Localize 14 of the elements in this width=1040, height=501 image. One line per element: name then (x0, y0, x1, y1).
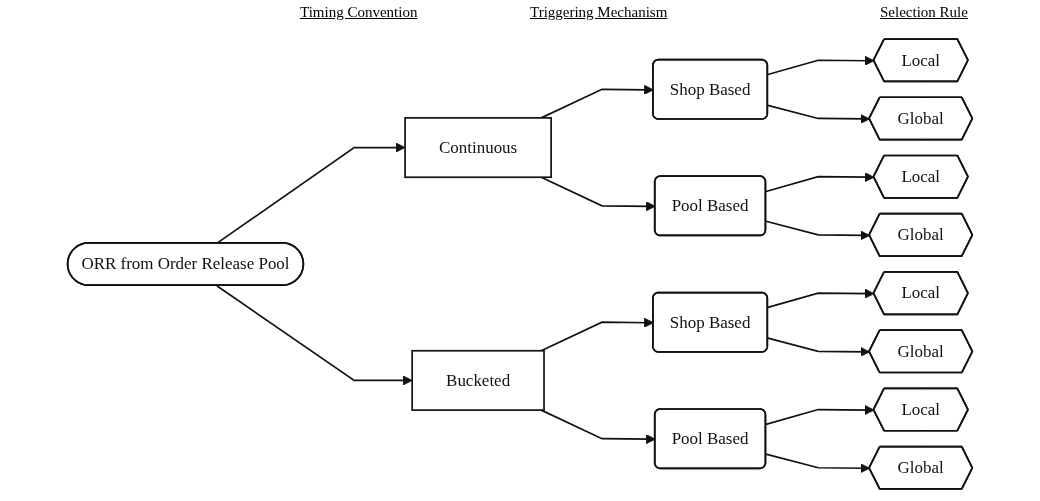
column-heading: Timing Convention (300, 4, 418, 21)
arrow (767, 288, 875, 309)
column-heading: Triggering Mechanism (530, 4, 668, 21)
node-box: Bucketed (411, 349, 545, 411)
arrow (765, 172, 875, 193)
node-box: Continuous (404, 117, 552, 179)
arrow (767, 337, 871, 357)
arrow (765, 220, 871, 241)
column-heading: Selection Rule (880, 4, 968, 21)
arrow (215, 284, 413, 386)
arrow (767, 55, 875, 76)
arrow (765, 405, 875, 426)
arrow (767, 104, 871, 124)
arrow (765, 453, 871, 474)
